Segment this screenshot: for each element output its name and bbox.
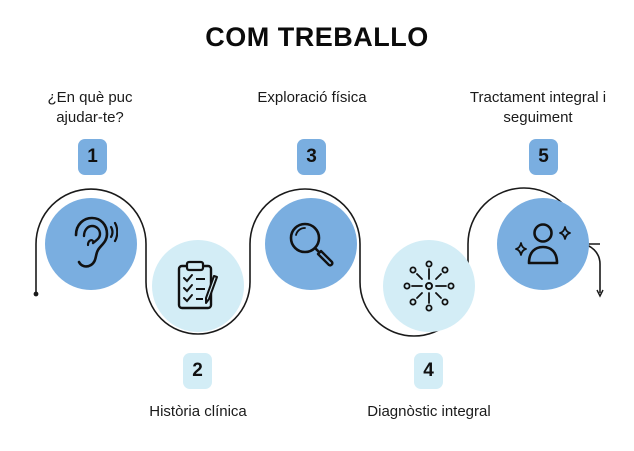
step-4-label: Diagnòstic integral [367, 403, 491, 420]
page-title: COM TREBALLO [205, 22, 429, 52]
step-5-label: Tractament integral i seguiment [469, 89, 607, 126]
step-4-badge: 4 [414, 353, 443, 389]
step-5-circle [497, 198, 589, 290]
person-sparkle-icon [515, 223, 571, 265]
step-1-label: ¿En què puc ajudar-te? [47, 89, 133, 126]
step-3-badge: 3 [297, 139, 326, 175]
magnifier-icon [289, 222, 334, 267]
step-1-circle [45, 198, 137, 290]
network-icon [403, 260, 455, 312]
step-3-circle [265, 198, 357, 290]
step-2-circle [152, 240, 244, 332]
ear-icon [74, 216, 118, 268]
timeline-end-arrow [596, 289, 604, 298]
step-4-circle [383, 240, 475, 332]
step-3-label: Exploració física [257, 89, 367, 106]
timeline-start-dot [33, 291, 39, 297]
step-2-badge: 2 [183, 353, 212, 389]
clipboard-checklist-icon [177, 260, 218, 310]
step-1-badge: 1 [78, 139, 107, 175]
step-2-label: Història clínica [149, 403, 247, 420]
step-5-badge: 5 [529, 139, 558, 175]
